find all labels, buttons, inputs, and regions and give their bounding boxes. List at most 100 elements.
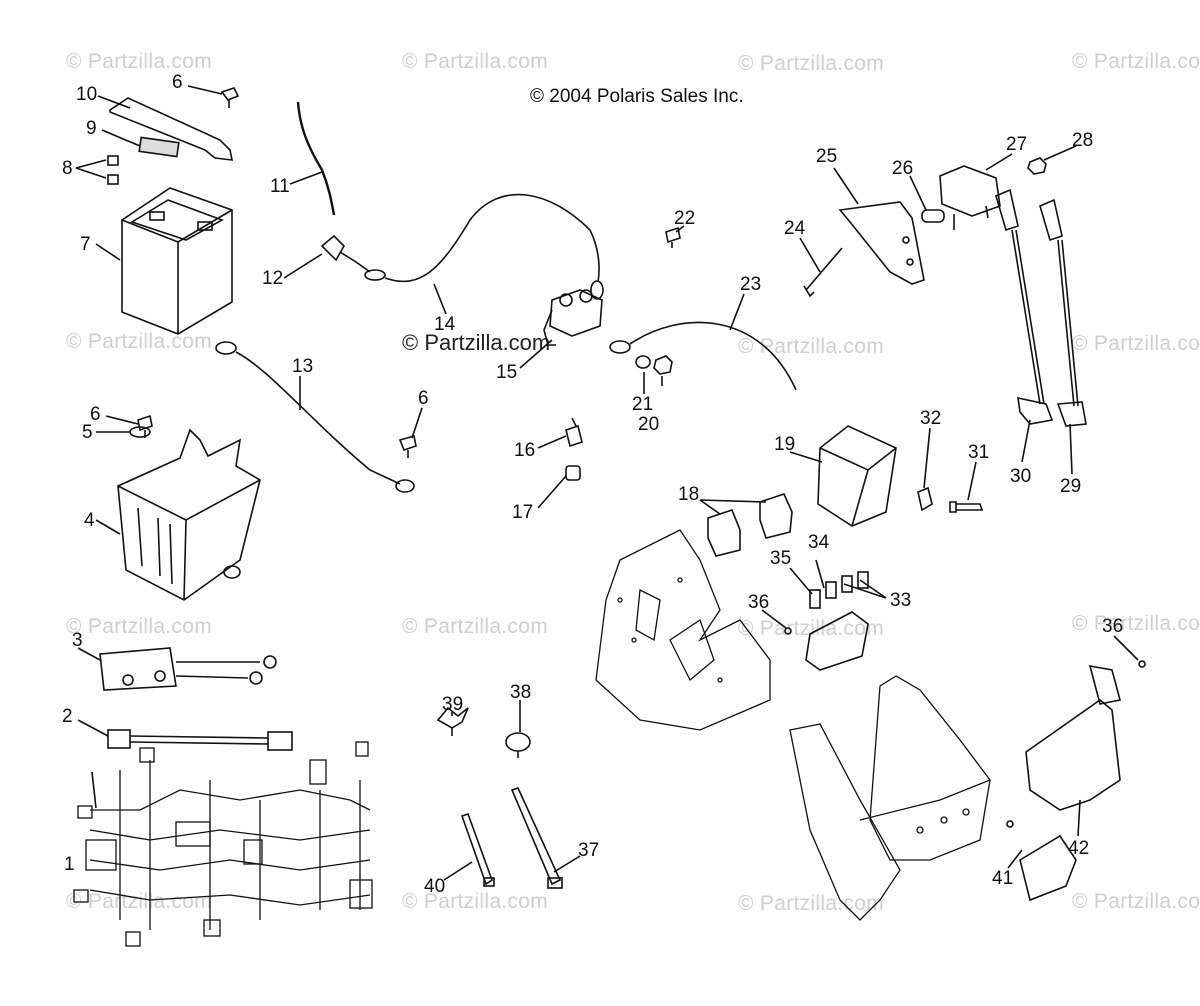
callout-32: 32 [920, 408, 941, 429]
callout-6: 6 [90, 404, 101, 425]
vent-tube [296, 101, 336, 216]
coil-bracket [838, 201, 925, 285]
nut [107, 155, 119, 166]
nut [653, 355, 673, 375]
callout-16: 16 [514, 440, 535, 461]
screw [1138, 660, 1146, 668]
bolt [220, 87, 240, 108]
washer [635, 355, 651, 369]
leader-line [75, 159, 107, 179]
battery-cable-positive [320, 193, 604, 300]
callout-3: 3 [72, 630, 83, 651]
nut [1027, 157, 1047, 175]
callout-12: 12 [262, 268, 283, 289]
callout-36: 36 [1102, 616, 1123, 637]
callout-26: 26 [892, 158, 913, 179]
callout-38: 38 [510, 682, 531, 703]
callout-33: 33 [890, 590, 911, 611]
leader-line [909, 175, 927, 211]
leader-line [815, 559, 825, 589]
push-pin [505, 732, 531, 758]
leader-line [1021, 419, 1031, 463]
leader-line [729, 293, 745, 331]
leader-line [923, 427, 931, 489]
front-frame [789, 675, 991, 921]
relay [759, 493, 793, 539]
guard-plate [1019, 834, 1077, 902]
leader-line [537, 475, 567, 509]
watermark: © Partzilla.com [66, 615, 213, 638]
control-module [817, 425, 897, 527]
main-wiring-harness [73, 741, 373, 947]
leader-line [433, 283, 447, 315]
battery-label [138, 136, 180, 158]
callout-40: 40 [424, 876, 445, 897]
leader-line [1007, 849, 1023, 869]
leader-line [699, 499, 767, 515]
callout-19: 19 [774, 434, 795, 455]
battery-strap [109, 97, 234, 161]
callout-36: 36 [748, 592, 769, 613]
leader-line [761, 609, 787, 629]
watermark: © Partzilla.com [66, 50, 213, 73]
jumper-harness [107, 729, 293, 751]
watermark: © Partzilla.com [738, 335, 885, 358]
leader-line [1077, 799, 1081, 837]
leader-line [553, 855, 581, 873]
callout-5: 5 [82, 422, 93, 443]
watermark: © Partzilla.com [738, 617, 885, 640]
ignition-coil [939, 165, 1001, 230]
leader-line [101, 129, 141, 147]
callout-29: 29 [1060, 476, 1081, 497]
center-watermark: © Partzilla.com [402, 330, 551, 355]
callout-14: 14 [434, 314, 456, 335]
watermark: © Partzilla.com [738, 892, 885, 915]
callout-1: 1 [64, 854, 75, 875]
callout-28: 28 [1072, 130, 1093, 151]
leader-line [789, 567, 813, 595]
screw [1006, 820, 1014, 828]
leader-line [95, 519, 121, 535]
circuit-breaker [99, 647, 277, 691]
leader-line [95, 243, 121, 261]
copyright-notice: © 2004 Polaris Sales Inc. [530, 86, 744, 107]
watermark: © Partzilla.com [738, 52, 885, 75]
spark-plug-wire [995, 188, 1054, 425]
callout-21: 21 [632, 394, 653, 415]
callout-9: 9 [86, 118, 97, 139]
callout-41: 41 [992, 868, 1013, 889]
callout-6: 6 [418, 388, 429, 409]
clip [917, 486, 933, 512]
guard-plate [1025, 664, 1121, 811]
leader-line [519, 339, 553, 369]
leader-line [843, 579, 887, 599]
leader-line [675, 225, 685, 233]
callout-18: 18 [678, 484, 699, 505]
callout-39: 39 [442, 694, 463, 715]
callout-31: 31 [968, 442, 989, 463]
watermark: © Partzilla.com [1072, 612, 1200, 635]
callout-7: 7 [80, 234, 91, 255]
leader-line [1069, 423, 1073, 475]
callout-23: 23 [740, 274, 761, 295]
callout-25: 25 [816, 146, 837, 167]
callout-10: 10 [76, 84, 97, 105]
battery-box [117, 428, 261, 601]
leader-line [187, 85, 223, 95]
callout-4: 4 [84, 510, 95, 531]
leader-line [833, 167, 859, 205]
callout-27: 27 [1006, 134, 1027, 155]
spacer [921, 209, 945, 223]
watermark: © Partzilla.com [1072, 890, 1200, 913]
callout-2: 2 [62, 706, 73, 727]
callout-20: 20 [638, 414, 659, 435]
callout-24: 24 [784, 218, 806, 239]
relay [707, 509, 741, 557]
leader-line [77, 647, 101, 661]
leader-line [789, 451, 823, 463]
leader-line [985, 153, 1013, 171]
watermark: © Partzilla.com [1072, 332, 1200, 355]
starter-solenoid [543, 289, 603, 346]
tube [510, 787, 563, 889]
fuse-block [805, 571, 869, 671]
